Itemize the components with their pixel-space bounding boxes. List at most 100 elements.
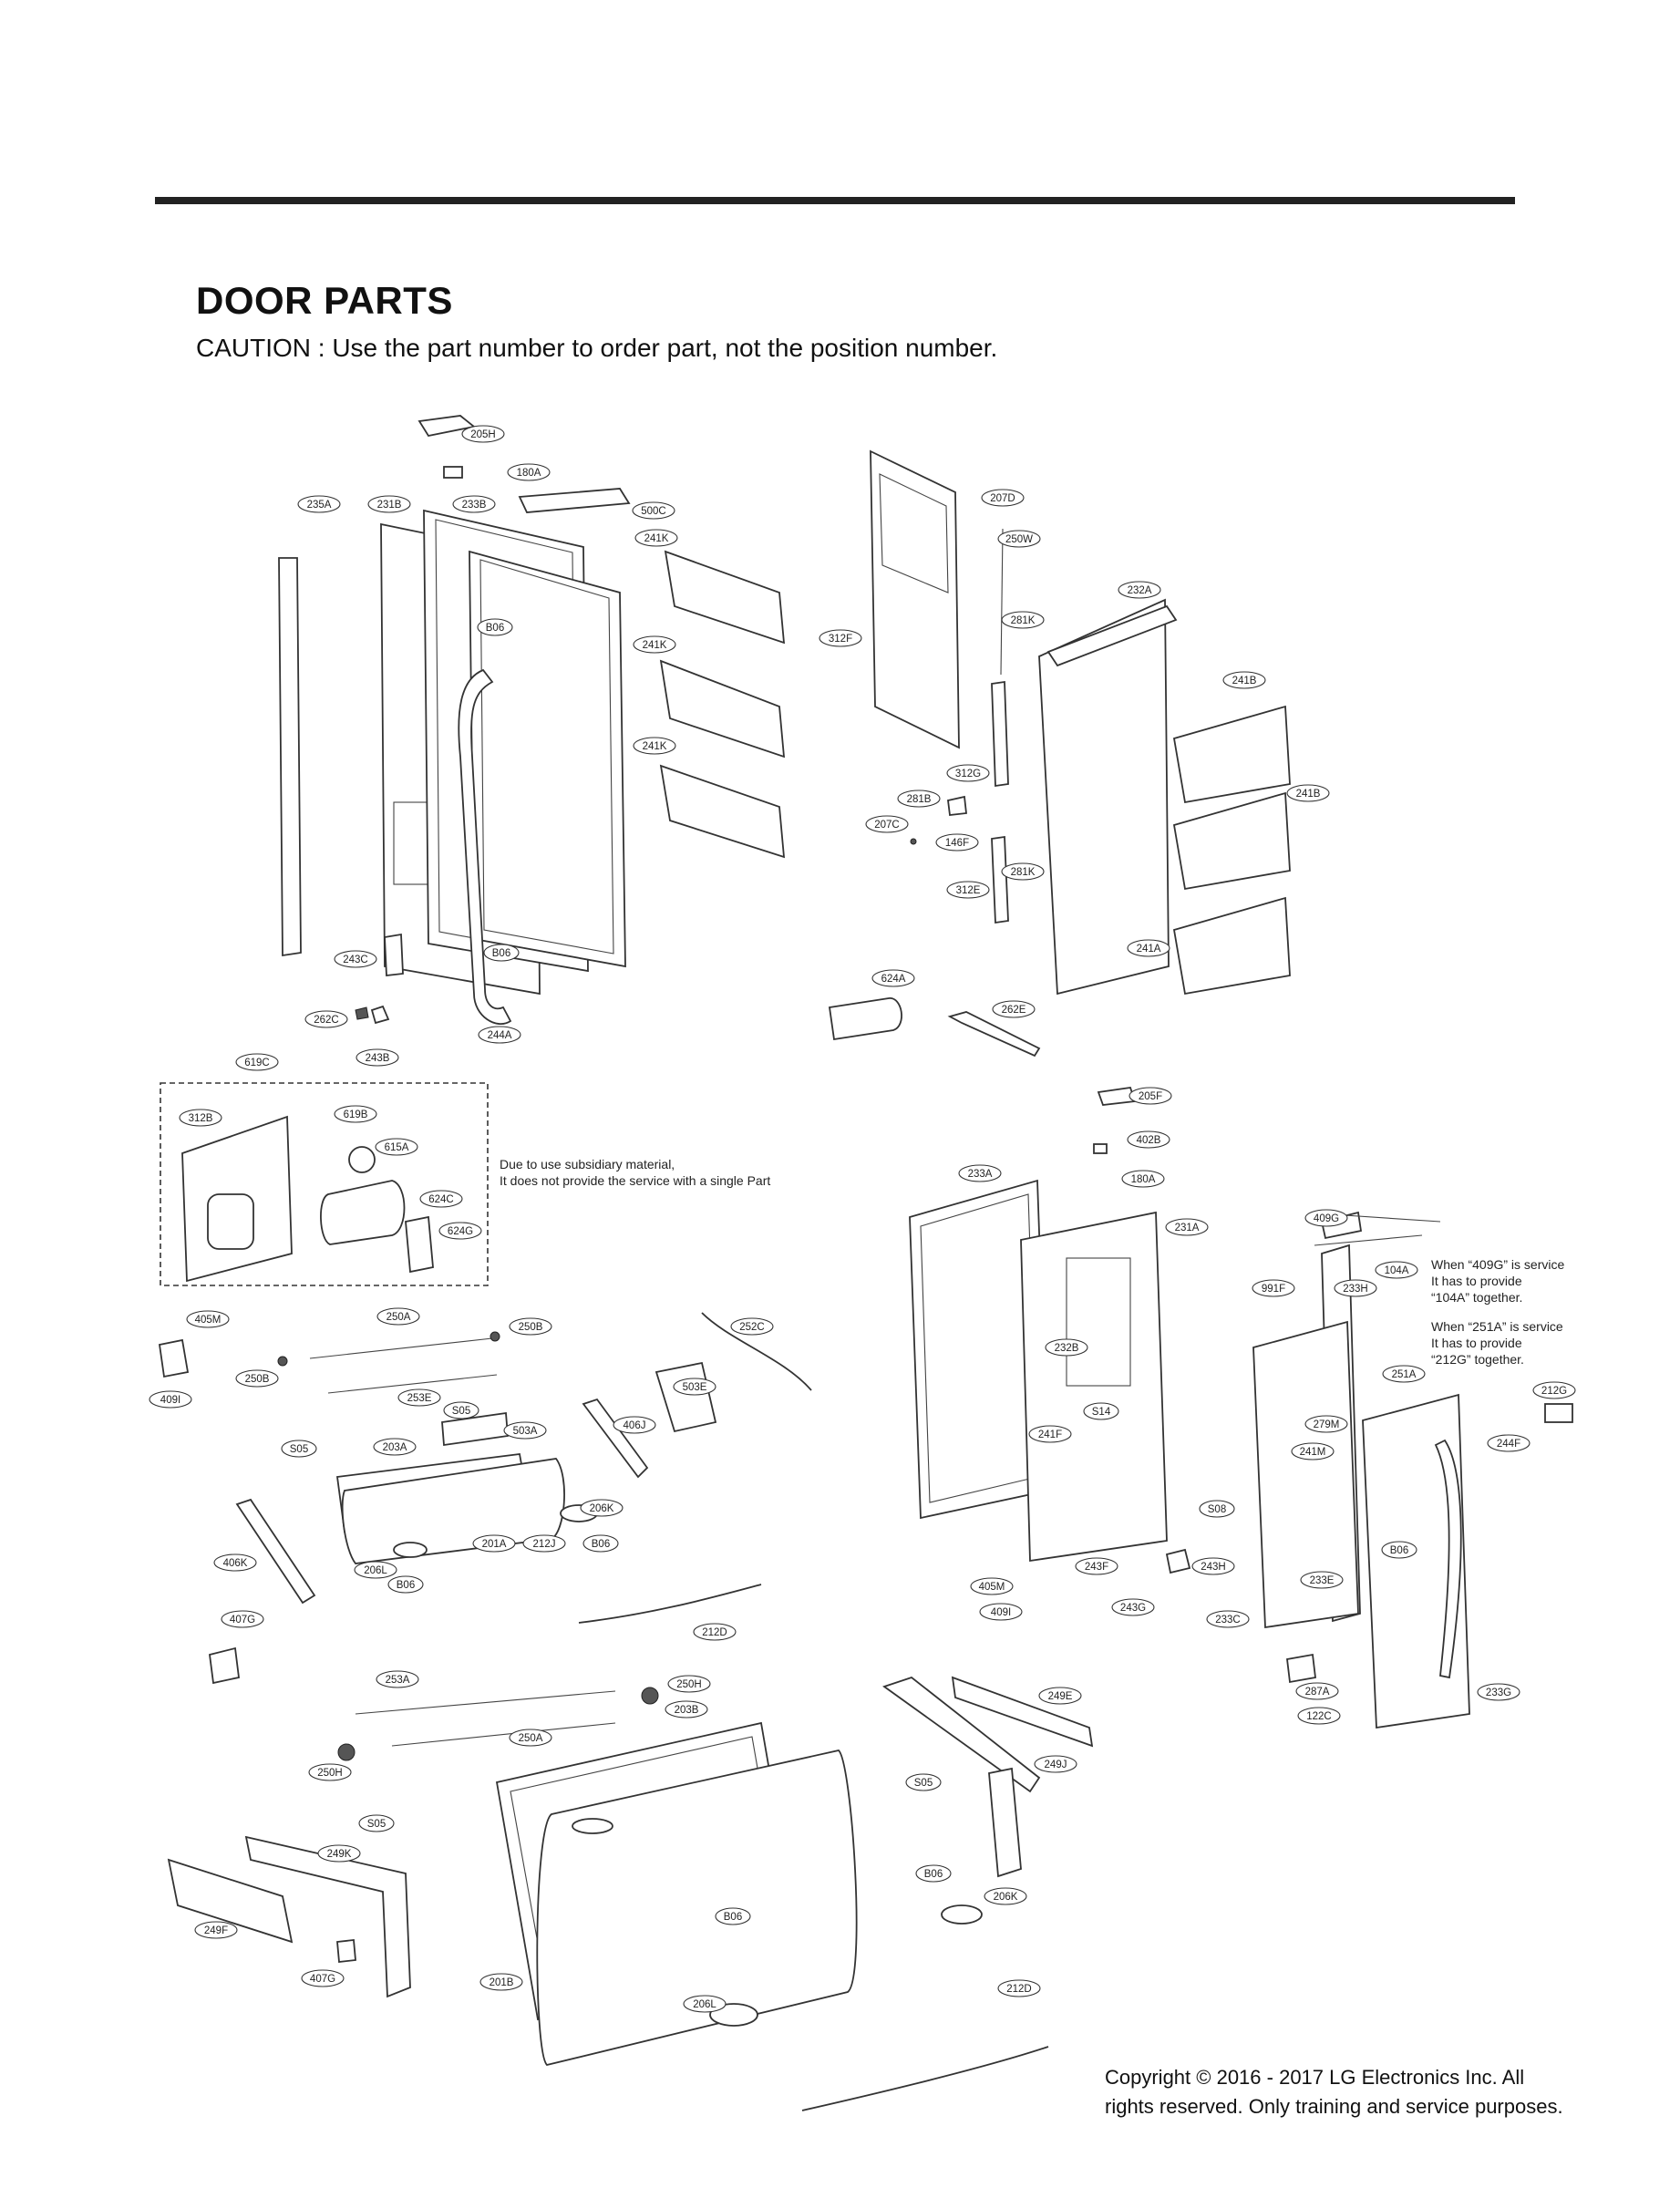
callout-oval [1304,1415,1348,1433]
callout-212d: 212D [693,1623,737,1641]
callout-text: B06 [924,1869,943,1880]
part-312f-frame [870,449,960,749]
callout-text: 243B [366,1053,390,1064]
header-rule [155,197,1515,204]
callout-oval [509,1729,552,1747]
callout-235a: 235A [297,495,341,513]
callout-oval [997,1979,1041,1997]
callout-243c: 243C [334,950,377,968]
callout-233b: 233B [452,495,496,513]
callout-oval [297,495,341,513]
callout-oval [981,489,1025,507]
service-note-251a-2: It has to provide [1431,1336,1522,1350]
callout-232a: 232A [1118,581,1161,599]
part-252c-cable [701,1312,812,1391]
callout-122c: 122C [1297,1707,1341,1725]
callout-text: B06 [486,623,504,634]
callout-281k: 281K [1001,611,1045,629]
callout-oval [819,629,862,647]
callout-text: 232A [1128,585,1152,596]
callout-text: S05 [452,1406,470,1417]
part-503e [654,1361,717,1433]
callout-text: 207D [990,493,1015,504]
callout-oval [1477,1683,1520,1701]
callout-oval [1038,1687,1082,1705]
callout-text: 232B [1055,1343,1079,1354]
callout-205f: 205F [1129,1087,1172,1105]
callout-oval [503,1421,547,1440]
callout-oval [387,1575,424,1594]
callout-oval [1001,611,1045,629]
callout-203b: 203B [665,1700,708,1718]
callout-text: 233B [462,500,487,511]
callout-243f: 243F [1075,1557,1118,1575]
callout-oval [905,1773,942,1791]
callout-s05: S05 [905,1773,942,1791]
callout-text: 249J [1045,1760,1067,1770]
callout-oval [149,1390,192,1409]
callout-oval [221,1610,264,1628]
callout-619b: 619B [334,1105,377,1123]
callout-oval [1382,1365,1426,1383]
callout-405m: 405M [186,1310,230,1328]
callout-409i: 409I [149,1390,192,1409]
callout-text: 205H [470,429,496,440]
callout-oval [235,1369,279,1388]
callout-409i: 409I [979,1603,1023,1621]
part-201b-front [536,1749,858,2066]
callout-oval [358,1814,395,1832]
callout-205h: 205H [461,425,505,443]
callout-oval [1291,1442,1335,1460]
callout-b06: B06 [915,1864,952,1883]
callout-oval [356,1048,399,1067]
callout-s05: S05 [358,1814,395,1832]
callout-text: 262C [314,1015,339,1026]
callout-oval [419,1190,463,1208]
callout-oval [1034,1755,1077,1773]
callout-text: 250A [387,1312,411,1323]
filter-assembly-box: Due to use subsidiary material, It does … [160,1082,770,1286]
callout-text: 212J [533,1539,556,1550]
callout-oval [479,1973,523,1991]
callout-text: B06 [397,1580,415,1591]
callout-text: 212D [1006,1984,1032,1995]
callout-text: 206L [364,1565,387,1576]
callout-oval [308,1763,352,1781]
callout-oval [935,833,979,851]
callout-text: 619B [344,1109,368,1120]
part-232a-door-liner [1038,598,1170,996]
callout-233e: 233E [1300,1571,1344,1589]
callout-text: 281K [1011,615,1036,626]
callout-text: 231A [1175,1223,1200,1233]
callout-250a: 250A [376,1307,420,1326]
callout-212g: 212G [1532,1381,1576,1399]
callout-text: 624A [881,974,906,985]
service-note-409g-3: “104A” together. [1431,1290,1522,1305]
callout-201b: 201B [479,1973,523,1991]
callout-text: 281K [1011,867,1036,878]
callout-text: 250H [676,1679,702,1690]
callout-oval [461,425,505,443]
callout-233c: 233C [1206,1610,1250,1628]
part-231a-frame [1020,1211,1168,1563]
callout-oval [1075,1557,1118,1575]
callout-252c: 252C [730,1317,774,1336]
callout-text: 312B [189,1113,213,1124]
part-249f-rail [167,1858,294,1944]
part-503a [441,1411,509,1447]
callout-text: 233A [968,1169,993,1180]
callout-oval [1375,1261,1418,1279]
callout-oval [1083,1402,1119,1420]
part-624c-filter [320,1180,406,1245]
callout-text: 203A [383,1442,407,1453]
callout-991f: 991F [1252,1279,1295,1297]
callout-201a: 201A [472,1534,516,1553]
callout-text: 235A [307,500,332,511]
callout-b06: B06 [582,1534,619,1553]
callout-text: 251A [1392,1369,1417,1380]
callout-oval [1129,1087,1172,1105]
callout-text: S08 [1208,1504,1226,1515]
callout-text: 241F [1038,1429,1062,1440]
callout-text: S05 [914,1778,933,1789]
callout-253e: 253E [397,1388,441,1407]
